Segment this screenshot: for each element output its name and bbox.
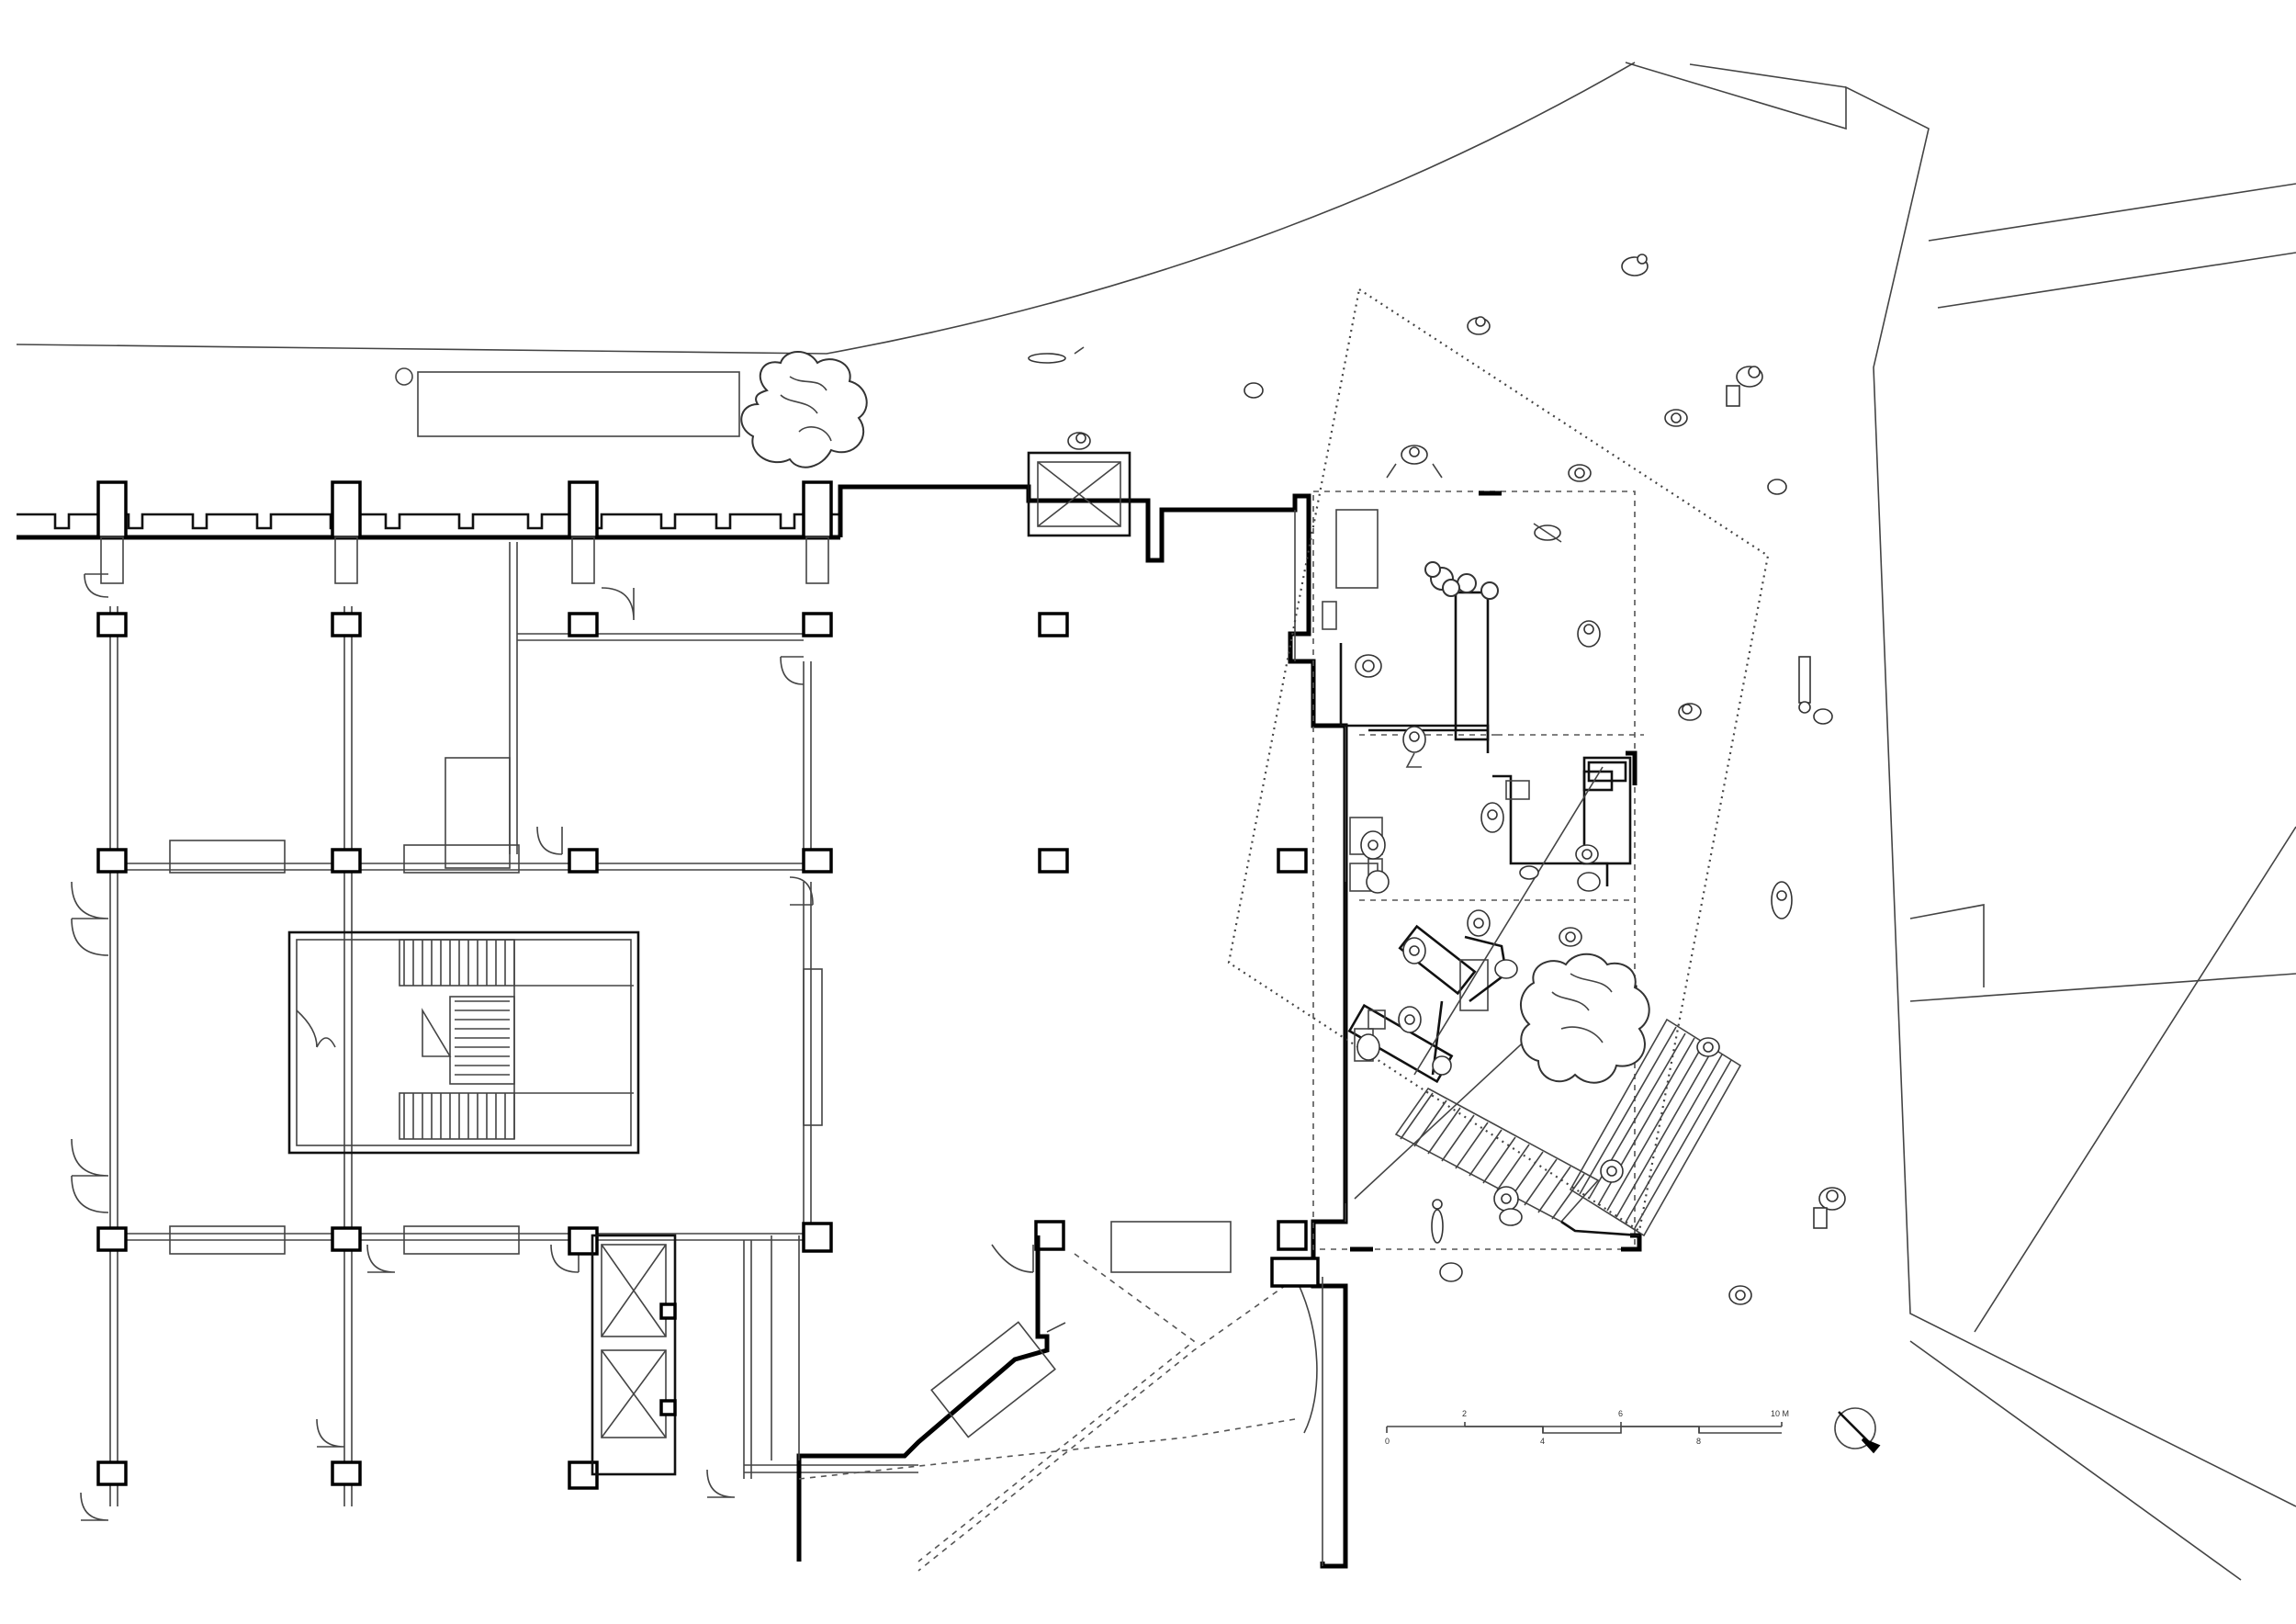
scale-tick-8: 8: [1696, 1437, 1701, 1446]
north-arrow-icon: [1834, 1407, 1881, 1454]
existing-building: [17, 451, 1348, 1572]
new-pavilion: [1227, 288, 1770, 1252]
tree-icon: [740, 351, 868, 468]
scale-bar: 0 2 4 6 8 10 M: [1385, 1409, 1789, 1446]
tree-icon: [1520, 953, 1650, 1084]
potted-plants: [1424, 561, 1499, 600]
staircase-icon: [287, 930, 640, 1155]
scale-tick-6: 6: [1618, 1409, 1623, 1418]
person-icon: [1028, 254, 1846, 1305]
pavilion-staircase: [1394, 1018, 1742, 1237]
structural-columns: [96, 612, 1308, 1490]
scale-tick-0: 0: [1385, 1437, 1390, 1446]
site-context: [16, 62, 2296, 1581]
scale-tick-4: 4: [1540, 1437, 1545, 1446]
scale-tick-10m: 10 M: [1771, 1409, 1789, 1418]
scale-tick-2: 2: [1462, 1409, 1467, 1418]
